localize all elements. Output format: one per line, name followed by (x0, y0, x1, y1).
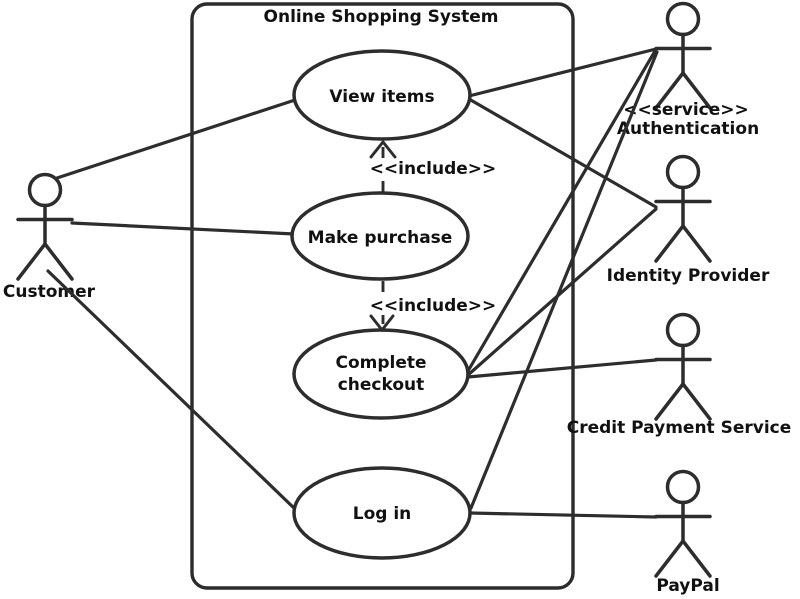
actor-authentication-label: Authentication (617, 119, 759, 139)
actor-identity-provider-icon (654, 154, 712, 263)
use-case-complete-checkout: Complete checkout (292, 328, 470, 420)
association-log-in-paypal (468, 511, 658, 519)
include-label-background (368, 295, 498, 315)
actor-authentication-stereotype: <<service>> (623, 100, 749, 120)
actor-customer-label: Customer (3, 282, 96, 302)
use-case-view-items: View items (292, 49, 472, 141)
association-lines (46, 47, 659, 519)
system-boundary (190, 2, 575, 590)
association-customer-view-items (55, 98, 297, 180)
use-case-make-purchase-label: Make purchase (308, 228, 453, 248)
use-case-log-in-label: Log in (353, 504, 412, 524)
use-case-complete-checkout-label-line2: checkout (338, 375, 425, 395)
association-view-items-identity-provider (467, 97, 658, 209)
use-case-make-purchase: Make purchase (290, 191, 470, 281)
use-case-log-in-ellipse (292, 466, 472, 560)
include-arrowhead-icon (369, 139, 397, 159)
actor-paypal-icon (654, 469, 712, 578)
association-complete-checkout-identity-provider (466, 207, 658, 377)
actor-paypal-label: PayPal (656, 576, 719, 596)
actor-credit-payment-service-label: Credit Payment Service (567, 418, 792, 438)
include-label: <<include>> (370, 159, 497, 179)
use-case-make-purchase-ellipse (290, 191, 470, 281)
use-case-view-items-ellipse (292, 49, 472, 141)
use-case-complete-checkout-label-line1: Complete (335, 353, 426, 373)
use-case-view-items-label: View items (329, 87, 434, 107)
association-complete-checkout-credit-payment (466, 358, 658, 379)
association-complete-checkout-authentication (466, 49, 657, 373)
use-case-complete-checkout-ellipse (292, 328, 470, 420)
include-relation-complete-checkout: <<include>> (368, 281, 498, 333)
association-log-in-authentication (469, 50, 659, 510)
system-title: Online Shopping System (264, 7, 499, 27)
actor-credit-payment-service-icon (654, 312, 712, 421)
include-arrowhead-icon (369, 314, 395, 333)
association-customer-make-purchase (70, 221, 296, 236)
use-case-log-in: Log in (292, 466, 472, 560)
include-label: <<include>> (370, 296, 497, 316)
association-view-items-authentication (467, 47, 658, 98)
include-label-background (366, 158, 500, 178)
include-relation-view-items: <<include>> (366, 139, 500, 192)
actor-customer-icon (16, 172, 74, 281)
actor-authentication-icon (654, 1, 712, 110)
association-customer-log-in (46, 269, 297, 511)
actor-identity-provider-label: Identity Provider (607, 266, 770, 286)
